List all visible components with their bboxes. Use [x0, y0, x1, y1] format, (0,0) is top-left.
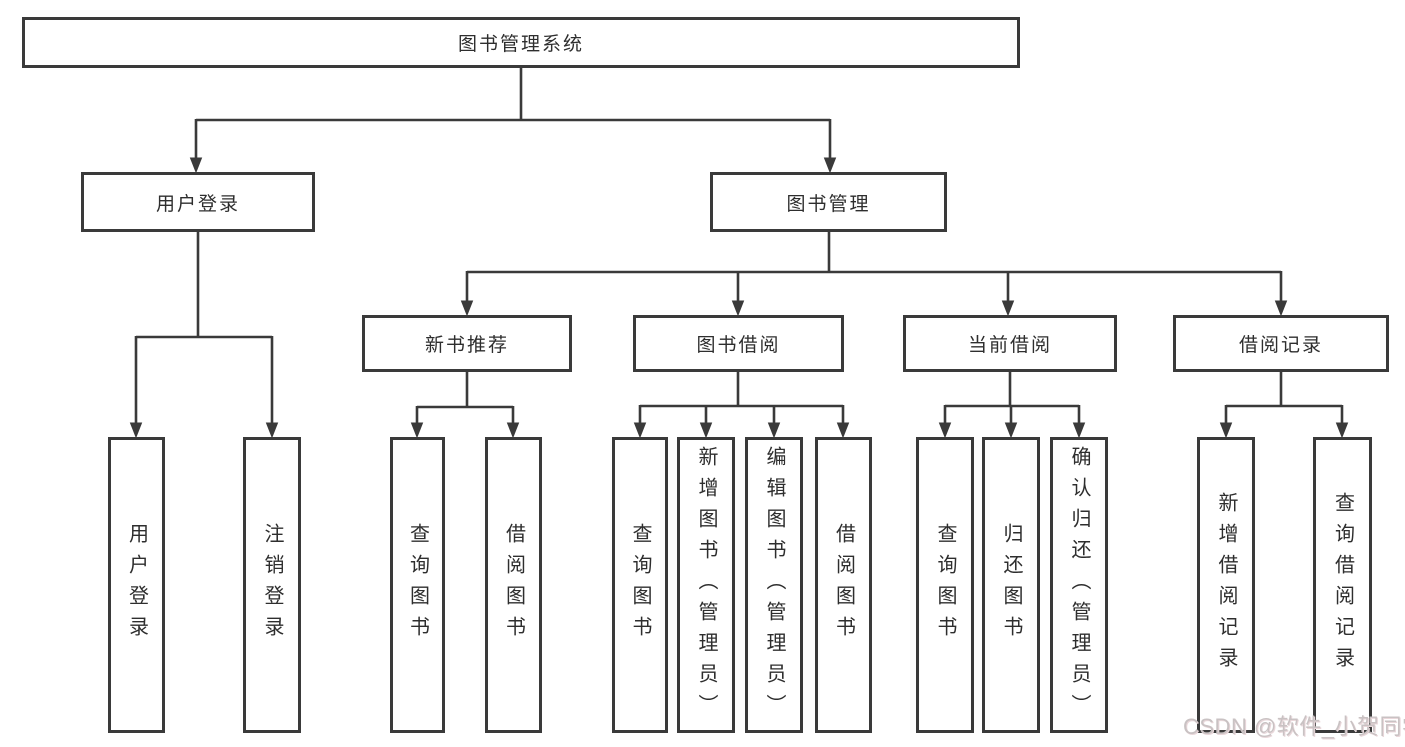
node-current-borrowing: 当前借阅	[903, 315, 1117, 372]
node-root-system: 图书管理系统	[22, 17, 1020, 68]
connector-bookmgmt-to-level3	[460, 232, 1288, 317]
leaf-records-add-label: 新增借阅记录	[1215, 492, 1237, 678]
connector-current-to-leaves	[938, 372, 1086, 439]
leaf-borrow-query-books: 查询图书	[612, 437, 668, 733]
node-book-borrowing-label: 图书借阅	[696, 335, 781, 356]
connector-records-to-leaves	[1219, 372, 1349, 439]
node-new-book-recommendation: 新书推荐	[362, 315, 572, 372]
leaf-records-query-record: 查询借阅记录	[1313, 437, 1372, 733]
node-borrowing-records: 借阅记录	[1173, 315, 1389, 372]
node-borrowing-records-label: 借阅记录	[1238, 335, 1323, 356]
node-root-label: 图书管理系统	[457, 34, 584, 55]
leaf-logout-label: 注销登录	[261, 523, 283, 647]
leaf-current-query-books: 查询图书	[916, 437, 974, 733]
node-book-management: 图书管理	[710, 172, 947, 232]
leaf-borrow-edit-books-admin: 编辑图书（管理员）	[745, 437, 803, 733]
leaf-borrow-borrow-books: 借阅图书	[815, 437, 872, 733]
node-current-borrowing-label: 当前借阅	[967, 335, 1052, 356]
leaf-current-confirm-label: 确认归还（管理员）	[1068, 445, 1090, 725]
leaf-current-query-label: 查询图书	[934, 523, 956, 647]
leaf-borrow-edit-label: 编辑图书（管理员）	[763, 445, 785, 725]
leaf-borrow-borrow-label: 借阅图书	[832, 523, 855, 647]
leaf-current-return-books: 归还图书	[982, 437, 1040, 733]
leaf-newbook-borrow-books: 借阅图书	[485, 437, 542, 733]
leaf-borrow-add-books-admin: 新增图书（管理员）	[677, 437, 735, 733]
leaf-borrow-add-label: 新增图书（管理员）	[695, 445, 717, 725]
connector-newbook-to-leaves	[410, 372, 520, 439]
connector-borrow-to-leaves	[633, 372, 850, 439]
node-new-book-label: 新书推荐	[424, 335, 509, 356]
node-user-login: 用户登录	[81, 172, 315, 232]
leaf-logout: 注销登录	[243, 437, 301, 733]
leaf-user-login: 用户登录	[108, 437, 165, 733]
connector-root-to-level2	[189, 68, 837, 174]
leaf-newbook-query-label: 查询图书	[406, 523, 429, 647]
connector-userlogin-to-leaves	[129, 232, 279, 439]
leaf-borrow-query-label: 查询图书	[629, 523, 651, 647]
leaf-records-query-label: 查询借阅记录	[1331, 492, 1354, 678]
leaf-current-confirm-return-admin: 确认归还（管理员）	[1050, 437, 1108, 733]
node-book-management-label: 图书管理	[786, 193, 871, 215]
node-user-login-label: 用户登录	[155, 193, 240, 215]
leaf-newbook-query-books: 查询图书	[390, 437, 445, 733]
csdn-watermark: CSDN @软件_小贺同学	[1183, 714, 1405, 739]
leaf-newbook-borrow-label: 借阅图书	[502, 523, 525, 647]
leaf-records-add-record: 新增借阅记录	[1197, 437, 1255, 733]
node-book-borrowing: 图书借阅	[633, 315, 844, 372]
leaf-current-return-label: 归还图书	[1000, 523, 1022, 647]
leaf-user-login-label: 用户登录	[125, 523, 148, 647]
